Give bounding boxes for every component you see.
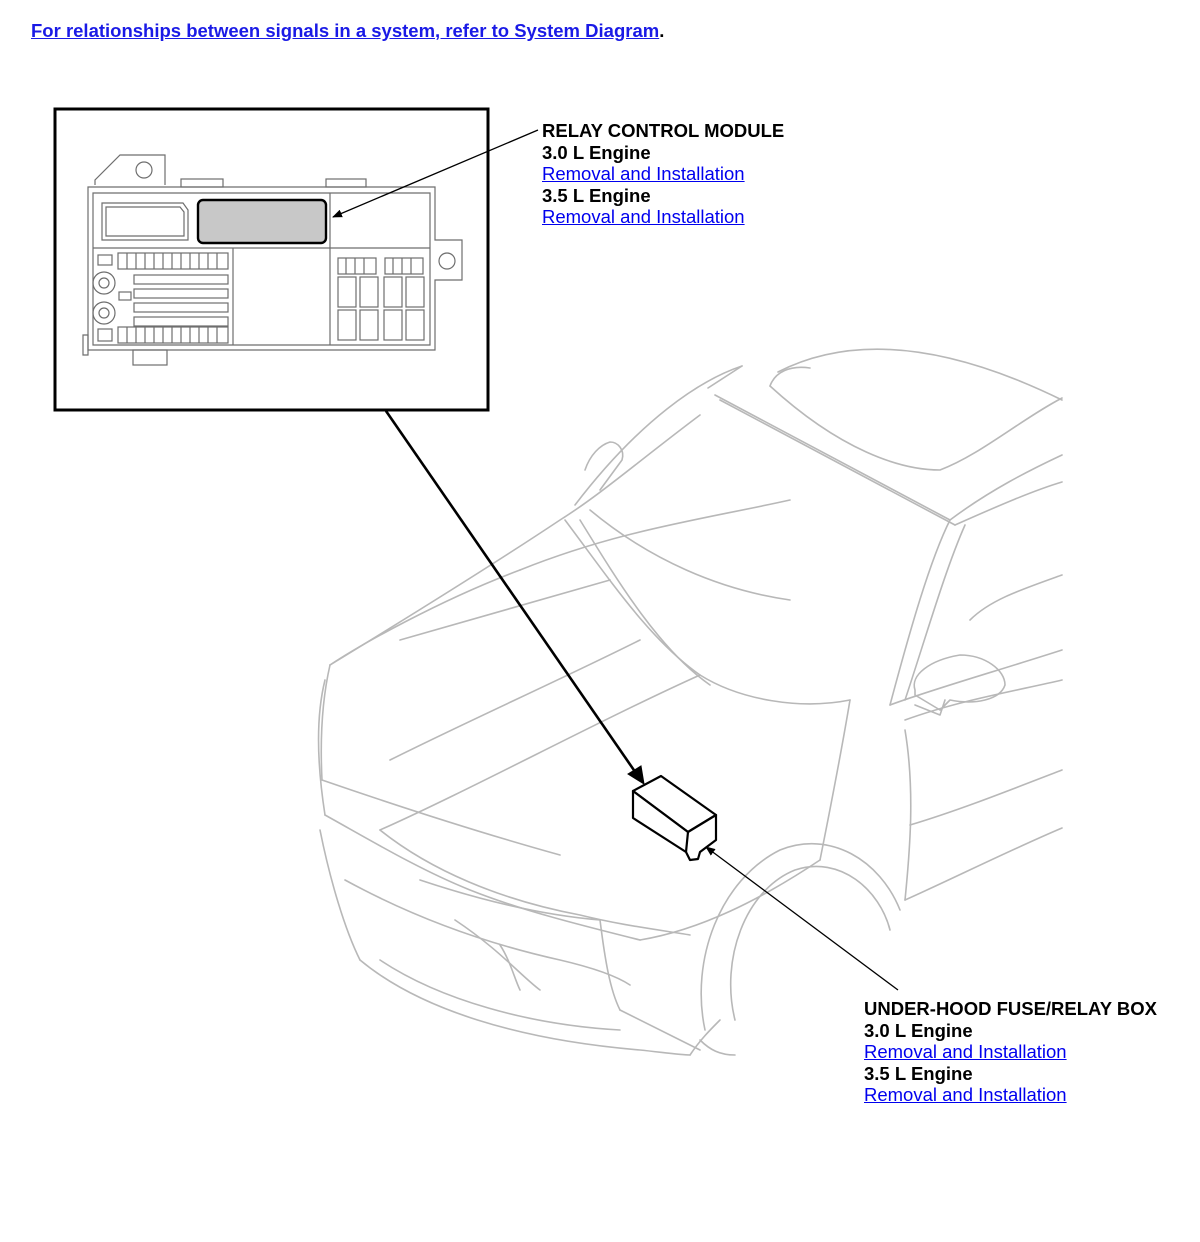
- relay-control-module-highlight: [196, 198, 328, 245]
- system-diagram-reference: For relationships between signals in a s…: [31, 20, 664, 42]
- rcm-engine-35: 3.5 L Engine: [542, 184, 651, 206]
- inset-to-vehicle-arrow: [384, 410, 640, 777]
- uhf-35-removal-link[interactable]: Removal and Installation: [864, 1084, 1067, 1105]
- uhf-30-removal-link[interactable]: Removal and Installation: [864, 1041, 1067, 1062]
- uhf-title: UNDER-HOOD FUSE/RELAY BOX: [864, 998, 1157, 1019]
- reference-period: .: [659, 20, 665, 41]
- rcm-35-removal-link[interactable]: Removal and Installation: [542, 206, 745, 227]
- under-hood-box-callout: UNDER-HOOD FUSE/RELAY BOX 3.0 L Engine R…: [864, 998, 1157, 1106]
- inset-arrowhead: [627, 765, 645, 786]
- vehicle-illustration: [317, 348, 1063, 1056]
- under-hood-box-location: [631, 774, 718, 862]
- rcm-leader-line: [332, 129, 539, 218]
- uhf-engine-35: 3.5 L Engine: [864, 1062, 973, 1084]
- rcm-30-removal-link[interactable]: Removal and Installation: [542, 163, 745, 184]
- rcm-title: RELAY CONTROL MODULE: [542, 120, 785, 141]
- system-diagram-link[interactable]: For relationships between signals in a s…: [31, 20, 660, 41]
- uhf-engine-30: 3.0 L Engine: [864, 1019, 973, 1041]
- rcm-engine-30: 3.0 L Engine: [542, 141, 651, 163]
- fuse-box-inset-drawing: [82, 154, 463, 366]
- relay-control-module-callout: RELAY CONTROL MODULE 3.0 L Engine Remova…: [542, 120, 784, 228]
- uhf-leader-line: [705, 846, 899, 991]
